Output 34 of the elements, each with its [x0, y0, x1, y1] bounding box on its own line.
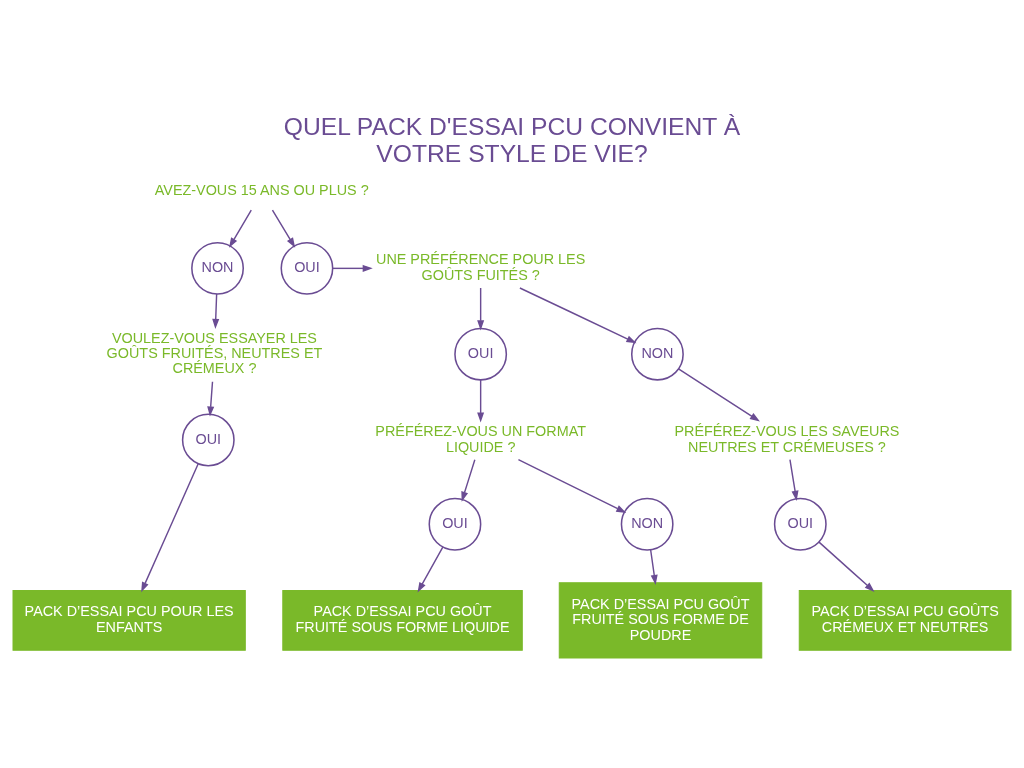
- node-text: PRÉFÉREZ-VOUS LES SAVEURS NEUTRES ET CRÉMEUSES ?: [674, 422, 900, 455]
- node-box: PACK D’ESSAI PCU GOÛT FRUITÉ SOUS FORME LIQUIDE: [282, 589, 523, 651]
- node-circle: NON: [620, 497, 674, 551]
- node-box: PACK D’ESSAI PCU GOÛT FRUITÉ SOUS FORME DE POUDRE: [558, 581, 763, 658]
- node-circle: NON: [191, 241, 244, 295]
- node-circle: OUI: [428, 497, 482, 551]
- node-text: AVEZ-VOUS 15 ANS OU PLUS ?: [154, 181, 369, 198]
- arrow: [207, 380, 215, 417]
- arrow: [229, 208, 252, 248]
- arrow: [789, 458, 799, 501]
- node-text: UNE PRÉFÉRENCE POUR LES GOÛTS FUITÉS ?: [376, 250, 586, 283]
- arrow: [649, 548, 658, 585]
- arrow: [519, 286, 637, 343]
- arrow: [477, 286, 485, 330]
- node-circle: OUI: [181, 413, 235, 466]
- node-circle: OUI: [280, 241, 334, 295]
- arrow: [417, 545, 444, 592]
- arrow: [141, 462, 199, 592]
- node-text: PRÉFÉREZ-VOUS UN FORMAT LIQUIDE ?: [375, 422, 586, 455]
- arrow: [477, 378, 485, 422]
- arrow: [517, 458, 627, 513]
- node-box: PACK D’ESSAI PCU GOÛTS CRÉMEUX ET NEUTRES: [798, 589, 1012, 651]
- node-circle: NON: [630, 327, 684, 381]
- node-circle: OUI: [773, 497, 827, 551]
- arrow: [212, 292, 220, 329]
- node-circle: OUI: [454, 327, 508, 381]
- diagram-title: QUEL PACK D'ESSAI PCU CONVIENT À VOTRE STYLE DE VIE?: [283, 112, 741, 167]
- node-text: VOULEZ-VOUS ESSAYER LES GOÛTS FRUITÉS, NEUTRES ET CRÉMEUX ?: [106, 329, 323, 376]
- node-box: PACK D’ESSAI PCU POUR LES ENFANTS: [12, 589, 246, 651]
- arrow: [271, 208, 296, 248]
- arrow: [818, 540, 875, 592]
- arrow: [677, 367, 760, 421]
- arrow: [332, 264, 373, 272]
- arrow: [461, 458, 476, 502]
